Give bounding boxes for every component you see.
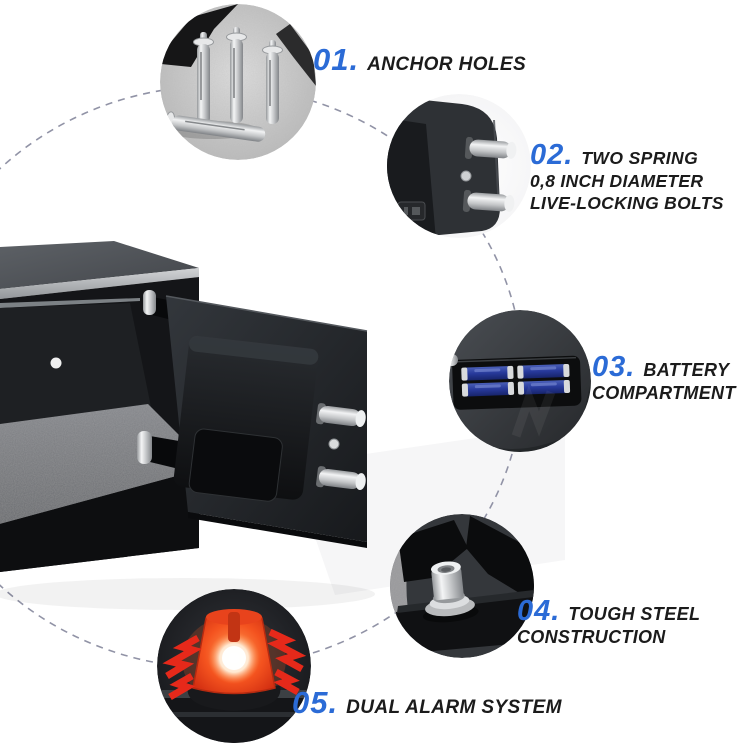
feature-text: BATTERY [643,360,730,380]
anchor-sleeve-3 [262,40,283,124]
anchor-hole-dot [50,357,62,369]
feature-text: 0,8 INCH DIAMETER [530,171,704,191]
sound-wave-zigzags [162,628,307,701]
door-bolt-bottom [316,466,366,491]
feature-label-locking-bolts: 02. TWO SPRING 0,8 INCH DIAMETER LIVE-LO… [530,141,724,214]
feature-label-steel: 04. TOUGH STEEL CONSTRUCTION [517,597,700,648]
feature-number: 05. [292,685,339,720]
feature-text: LIVE-LOCKING BOLTS [530,193,724,213]
callout-anchor-holes-photo [160,4,316,160]
steel-bolt [422,561,479,623]
panel-knob [449,354,458,366]
battery-3 [461,381,515,397]
brand-plate [397,201,426,221]
feature-number: 03. [592,351,636,383]
callout-alarm-photo [157,589,311,743]
anchor-sleeve-1 [193,32,214,124]
battery-compartment [452,355,582,410]
feature-text: TOUGH STEEL [568,604,701,624]
door-handle-recess [188,428,283,502]
door-key-dot [328,438,340,450]
feature-text: COMPARTMENT [592,383,736,403]
bolt-guide-dot [460,170,472,182]
feature-text: ANCHOR HOLES [367,54,527,75]
feature-label-battery: 03. BATTERY COMPARTMENT [592,353,736,404]
safe-door-open [165,295,368,548]
callout-locking-bolts-photo [387,94,531,238]
battery-2 [517,363,570,379]
callout-steel-bolt-photo [390,514,534,658]
feature-text: TWO SPRING [581,148,699,168]
feature-label-alarm: 05. DUAL ALARM SYSTEM [292,687,562,719]
battery-4 [517,379,571,395]
spring-bolt-top [464,136,517,159]
feature-text: DUAL ALARM SYSTEM [346,697,562,718]
feature-number: 04. [517,595,561,627]
feature-text: CONSTRUCTION [517,627,666,647]
feature-number: 02. [530,139,574,171]
feature-number: 01. [313,42,360,77]
battery-1 [461,365,514,381]
safe-top-bevel [0,268,199,299]
safe-top-face [0,241,199,289]
anchor-sleeve-2 [226,27,247,123]
door-bolt-top [316,403,366,428]
safe-photo [0,241,375,610]
feature-label-anchor-holes: 01. ANCHOR HOLES [313,44,526,76]
hinge-bottom [137,431,179,469]
spring-bolt-bottom [462,189,515,212]
callout-battery-photo [449,310,591,452]
